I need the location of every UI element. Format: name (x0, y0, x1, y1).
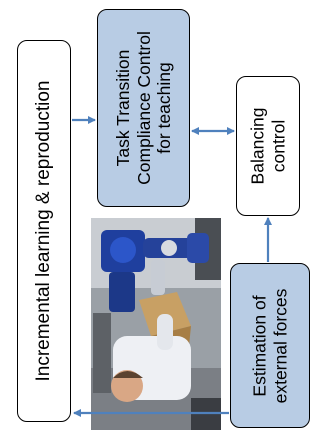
learning-reproduction-box: Incremental learning & reproduction (17, 40, 71, 422)
robot-teaching-photo (91, 218, 221, 430)
task-transition-box: Task Transition Compliance Control for t… (97, 9, 190, 207)
estimation-box: Estimation of external forces (230, 263, 310, 428)
balancing-control-box: Balancing control (236, 76, 300, 216)
